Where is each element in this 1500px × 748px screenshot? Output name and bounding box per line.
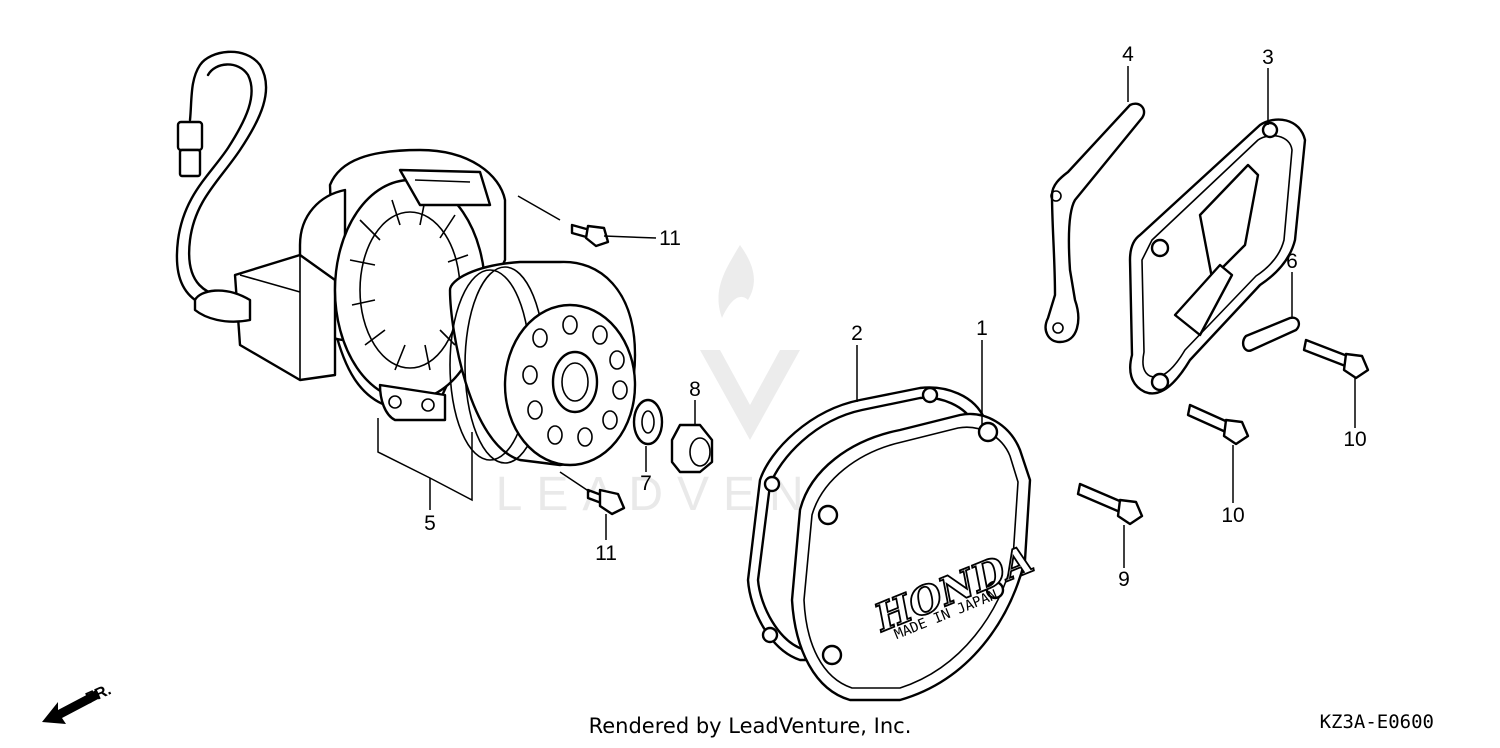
callout-9: 9 (1118, 568, 1130, 591)
wire-connector (176, 120, 204, 152)
callout-4: 4 (1122, 43, 1134, 66)
callout-7: 7 (640, 472, 652, 495)
callout-8: 8 (689, 378, 701, 401)
callout-11-upper: 11 (659, 227, 681, 250)
bolt-10-upper (1302, 338, 1370, 380)
callout-2: 2 (851, 322, 863, 345)
callout-labels: 1 2 3 4 5 6 7 8 9 10 10 11 11 (424, 43, 1367, 591)
stator-assembly (193, 148, 507, 422)
rendered-by-credit: Rendered by LeadVenture, Inc. (588, 714, 912, 738)
flange-nut (670, 423, 714, 474)
callout-10-lower: 10 (1221, 504, 1244, 527)
leader-lines (377, 66, 1356, 568)
sprocket-guard (1128, 118, 1307, 395)
callout-10-right: 10 (1343, 428, 1366, 451)
crankcase-cover: HONDA MADE IN JAPAN (790, 412, 1040, 702)
callout-5: 5 (424, 512, 436, 535)
small-plate (1241, 316, 1301, 352)
front-arrow-icon (42, 690, 100, 724)
bolt-upper-11 (570, 223, 610, 248)
front-label: FR. (83, 681, 113, 707)
bolt-10-lower (1186, 403, 1250, 446)
bracket-plate (1044, 102, 1146, 344)
flywheel-rotor (448, 260, 637, 467)
washer (632, 398, 664, 446)
bolt-lower-11 (586, 488, 626, 516)
callout-1: 1 (976, 317, 988, 340)
callout-6: 6 (1286, 250, 1298, 273)
diagram-code: KZ3A-E0600 (1319, 711, 1434, 733)
bolt-9 (1076, 482, 1144, 526)
callout-11-lower: 11 (595, 542, 617, 565)
wire-harness (175, 50, 268, 314)
callout-3: 3 (1262, 46, 1274, 69)
